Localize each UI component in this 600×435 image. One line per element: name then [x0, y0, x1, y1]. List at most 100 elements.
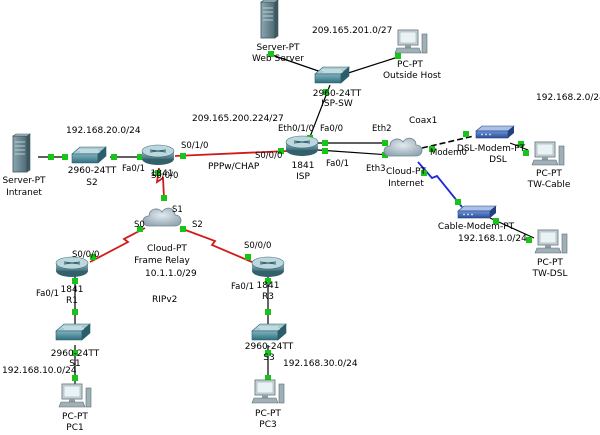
r2-router-model-label: 1841: [151, 169, 174, 179]
interface-label: Eth3: [366, 164, 386, 174]
link-dot: [161, 195, 167, 201]
link-label-ppp-chap: PPPw/CHAP: [208, 162, 260, 172]
tw-cable-type-label: PC-PT: [536, 169, 562, 179]
pc1-type-label: PC-PT: [62, 412, 88, 422]
network-label-dsl: 192.168.2.0/24: [536, 93, 600, 103]
interface-label: Fa0/1: [36, 289, 59, 299]
s2-switch[interactable]: [71, 146, 107, 164]
pc3-type-label: PC-PT: [255, 409, 281, 419]
link-dot: [265, 375, 271, 381]
r2-router[interactable]: [141, 144, 175, 166]
network-label-s1: 192.168.10.0/24: [2, 366, 77, 376]
s3-switch-type-label: 2960-24TT: [245, 342, 294, 352]
link-dot: [72, 278, 78, 284]
r3-router[interactable]: [251, 256, 285, 278]
s3-switch[interactable]: [251, 323, 287, 341]
pc1[interactable]: [58, 383, 92, 408]
link-dot: [155, 170, 161, 176]
switch-icon: [55, 323, 91, 341]
cable-modem[interactable]: [457, 205, 497, 219]
link-dot: [72, 350, 78, 356]
link-dot: [48, 154, 54, 160]
pc-icon: [534, 229, 568, 254]
isp-switch-type-label: 2960-24TT: [313, 89, 362, 99]
s1-switch-name-label: S1: [69, 359, 80, 369]
r1-router[interactable]: [55, 256, 89, 278]
frame-relay-name-label: Frame Relay: [134, 256, 190, 266]
web-server-type-label: Server-PT: [256, 43, 300, 53]
s1-switch[interactable]: [55, 323, 91, 341]
switch-icon: [314, 66, 350, 84]
link-dot: [137, 226, 143, 232]
dsl-modem[interactable]: [475, 125, 515, 139]
tw-dsl-name-label: TW-DSL: [532, 269, 568, 279]
interface-label: S0/0/0: [151, 171, 178, 181]
pc1-name-label: PC1: [66, 423, 83, 433]
s2-switch-name-label: S2: [86, 178, 97, 188]
intranet-server-name-label: Intranet: [6, 188, 42, 198]
network-label-isp-r2: 209.165.200.224/27: [192, 114, 284, 124]
r1-router-name-label: R1: [66, 296, 78, 306]
router-icon: [55, 256, 89, 278]
link-dot: [111, 154, 117, 160]
link-dot: [323, 89, 329, 95]
link-dot: [90, 254, 96, 260]
link-outsidehost-isp-sw: [341, 56, 399, 76]
link-dot: [518, 141, 524, 147]
router-icon: [251, 256, 285, 278]
isp-router[interactable]: [285, 135, 319, 157]
link-r2-isp-serial: [174, 150, 289, 157]
pc-icon: [394, 29, 428, 54]
link-dot: [180, 153, 186, 159]
s1-switch-type-label: 2960-24TT: [51, 349, 100, 359]
link-framerelay-r1-serial: [89, 227, 146, 263]
interface-label: S0/0/0: [72, 250, 99, 260]
pc-icon: [531, 141, 565, 166]
link-dot: [265, 278, 271, 284]
internet-cloud[interactable]: [383, 137, 423, 157]
link-dot: [322, 148, 328, 154]
pc-icon: [58, 383, 92, 408]
tw-cable-pc[interactable]: [531, 141, 565, 166]
intranet-server[interactable]: [12, 133, 31, 173]
intranet-server-type-label: Server-PT: [2, 176, 46, 186]
router-icon: [141, 144, 175, 166]
web-server-name-label: Web Server: [252, 54, 304, 64]
link-dot: [265, 309, 271, 315]
interface-label: S0/0/0: [244, 241, 271, 251]
dsl-modem-name-label: DSL: [489, 155, 507, 165]
network-label-s2: 192.168.20.0/24: [66, 126, 141, 136]
tw-cable-name-label: TW-Cable: [527, 180, 571, 190]
tw-dsl-pc[interactable]: [534, 229, 568, 254]
internet-cloud-type-label: Cloud-PT: [386, 167, 426, 177]
pc3[interactable]: [251, 379, 285, 404]
link-dot: [455, 199, 461, 205]
outside-host-type-label: PC-PT: [397, 60, 423, 70]
outside-host[interactable]: [394, 29, 428, 54]
network-label-web: 209.165.201.0/27: [312, 26, 392, 36]
link-dot: [526, 237, 532, 243]
interface-label: Eth2: [372, 124, 392, 134]
r3-router-name-label: R3: [262, 292, 274, 302]
link-dot: [62, 154, 68, 160]
link-dot: [421, 170, 427, 176]
interface-label: Fa0/1: [326, 159, 349, 169]
server-icon: [260, 0, 279, 39]
link-framerelay-r3-serial: [179, 227, 253, 263]
link-dot: [523, 150, 529, 156]
link-dot: [72, 375, 78, 381]
interface-label: S0/1/0: [181, 141, 208, 151]
internet-cloud-name-label: Internet: [388, 179, 424, 189]
link-dot: [322, 140, 328, 146]
web-server[interactable]: [260, 0, 279, 39]
modem-icon: [475, 125, 515, 139]
isp-switch[interactable]: [314, 66, 350, 84]
isp-switch-name-label: ISP-SW: [321, 99, 353, 109]
link-dot: [493, 218, 499, 224]
link-isp-internet-eth3: [317, 149, 391, 156]
link-dot: [268, 51, 274, 57]
pc-icon: [251, 379, 285, 404]
frame-relay-type-label: Cloud-PT: [147, 244, 187, 254]
interface-label: Fa0/1: [231, 282, 254, 292]
link-dot: [278, 148, 284, 154]
